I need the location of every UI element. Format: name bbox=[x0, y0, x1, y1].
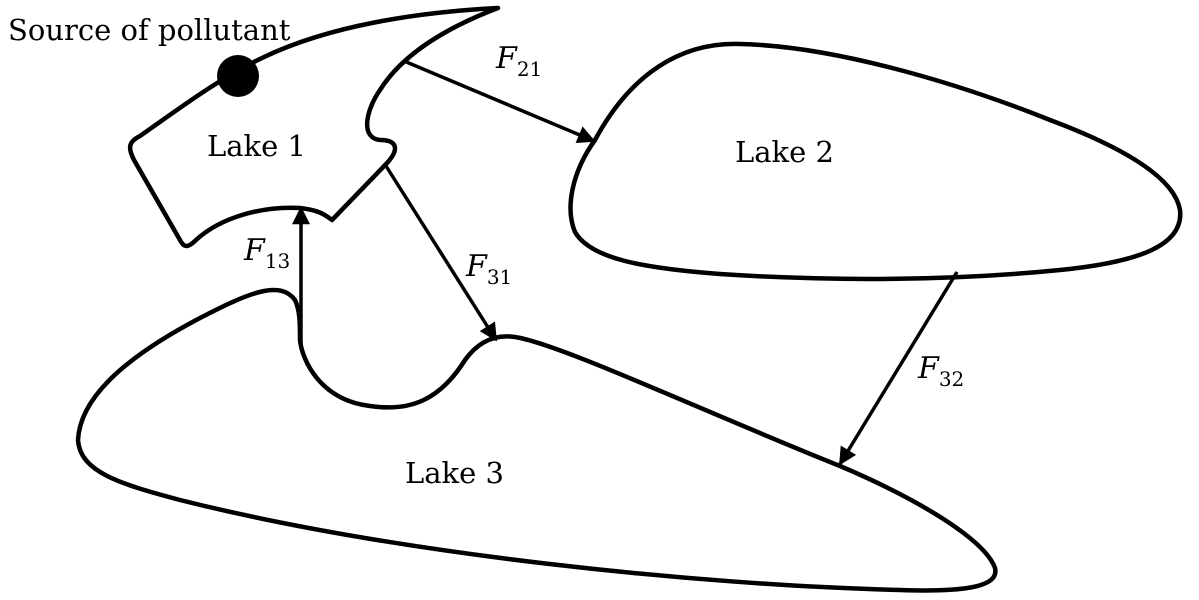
lake-3-label: Lake 3 bbox=[405, 456, 504, 490]
lake-2-outline bbox=[568, 41, 1183, 282]
lake-1-outline bbox=[127, 5, 501, 249]
flow-arrow-f31 bbox=[384, 165, 498, 342]
pollutant-source-marker bbox=[217, 55, 259, 97]
lake-2-label: Lake 2 bbox=[735, 135, 834, 169]
flow-arrow-f21 bbox=[403, 59, 596, 144]
lake-1-label: Lake 1 bbox=[207, 129, 306, 163]
lake-3-outline bbox=[75, 287, 998, 593]
flow-arrow-f32 bbox=[838, 271, 959, 466]
source-label: Source of pollutant bbox=[8, 13, 291, 47]
flow-label-f21: F21 bbox=[495, 41, 542, 81]
flow-label-f32: F32 bbox=[917, 351, 964, 391]
flow-label-f13: F13 bbox=[243, 233, 290, 273]
flow-label-f31: F31 bbox=[465, 249, 512, 289]
